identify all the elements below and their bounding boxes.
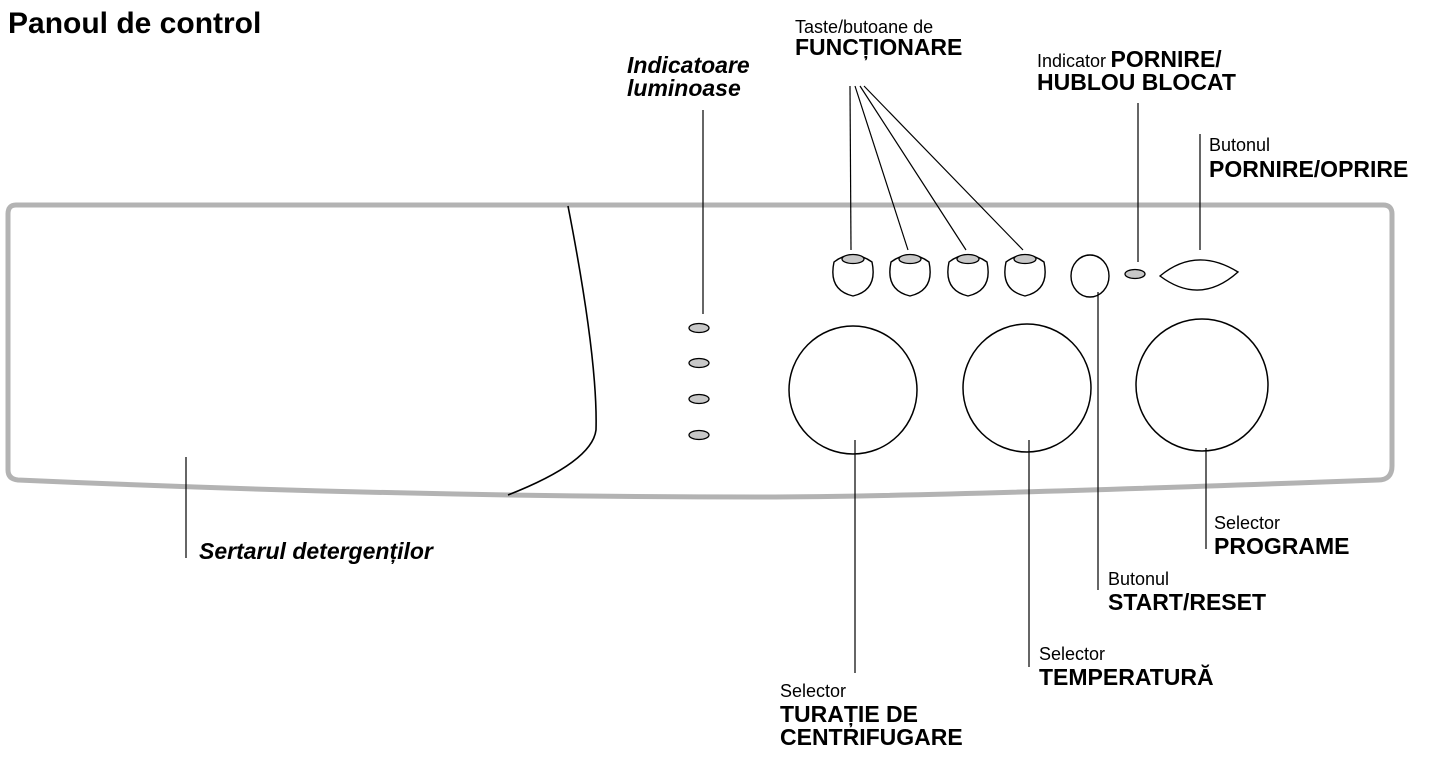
start-door-locked-label-big2: HUBLOU BLOCAT <box>1037 69 1236 95</box>
program-knob[interactable] <box>1135 318 1269 452</box>
temperature-selector-label: Selector TEMPERATURĂ <box>1039 645 1214 689</box>
start-door-locked-indicator <box>1124 268 1146 280</box>
start-reset-label: Butonul START/RESET <box>1108 570 1266 614</box>
function-button-3[interactable] <box>947 253 989 297</box>
start-reset-label-small: Butonul <box>1108 569 1170 589</box>
function-button-1[interactable] <box>832 253 874 297</box>
detergent-drawer-label: Sertarul detergenților <box>199 540 433 563</box>
indicator-lights <box>688 322 710 441</box>
page-title: Panoul de control <box>8 7 262 40</box>
leader-lines <box>185 85 1207 673</box>
function-keys-label: Taste/butoane de FUNCȚIONARE <box>795 18 962 59</box>
indicator-lights-label-line1: Indicatoare <box>627 52 750 78</box>
indicator-lights-label: Indicatoare luminoase <box>627 54 750 100</box>
detergent-drawer-edge <box>507 205 597 496</box>
program-selector-label-big: PROGRAME <box>1214 533 1350 559</box>
function-keys-label-small: Taste/butoane de <box>795 17 934 37</box>
start-door-locked-label: Indicator PORNIRE/ HUBLOU BLOCAT <box>1037 48 1236 94</box>
power-button-label-big: PORNIRE/OPRIRE <box>1209 156 1409 182</box>
function-button-1-led <box>841 253 865 265</box>
indicator-lights-label-line2: luminoase <box>627 75 741 101</box>
temperature-selector-label-small: Selector <box>1039 644 1106 664</box>
function-button-4[interactable] <box>1004 253 1046 297</box>
power-button-label-small: Butonul <box>1209 135 1271 155</box>
function-button-4-led <box>1013 253 1037 265</box>
temperature-knob[interactable] <box>962 323 1092 453</box>
spin-speed-knob[interactable] <box>788 325 918 455</box>
function-buttons[interactable] <box>832 253 1046 297</box>
start-door-locked-label-small: Indicator <box>1037 51 1107 71</box>
indicator-light-4 <box>688 429 710 441</box>
indicator-light-3 <box>688 393 710 405</box>
spin-selector-label-big1: TURAȚIE DE <box>780 701 918 727</box>
indicator-light-1 <box>688 322 710 334</box>
program-selector-label-small: Selector <box>1214 513 1281 533</box>
start-reset-label-big: START/RESET <box>1108 589 1267 615</box>
function-keys-label-big: FUNCȚIONARE <box>795 34 963 60</box>
indicator-light-2 <box>688 357 710 369</box>
spin-selector-label-small: Selector <box>780 681 847 701</box>
power-button-label: Butonul PORNIRE/OPRIRE <box>1209 136 1408 181</box>
start-door-locked-label-big1: PORNIRE/ <box>1110 46 1222 72</box>
detergent-drawer-label-text: Sertarul detergenților <box>199 538 433 564</box>
spin-selector-label-big2: CENTRIFUGARE <box>780 724 963 750</box>
start-reset-button[interactable] <box>1070 254 1110 298</box>
program-selector-label: Selector PROGRAME <box>1214 514 1349 558</box>
temperature-selector-label-big: TEMPERATURĂ <box>1039 664 1214 690</box>
function-button-2-led <box>898 253 922 265</box>
power-button[interactable] <box>1158 259 1240 291</box>
spin-selector-label: Selector TURAȚIE DE CENTRIFUGARE <box>780 682 963 749</box>
function-button-2[interactable] <box>889 253 931 297</box>
function-button-3-led <box>956 253 980 265</box>
